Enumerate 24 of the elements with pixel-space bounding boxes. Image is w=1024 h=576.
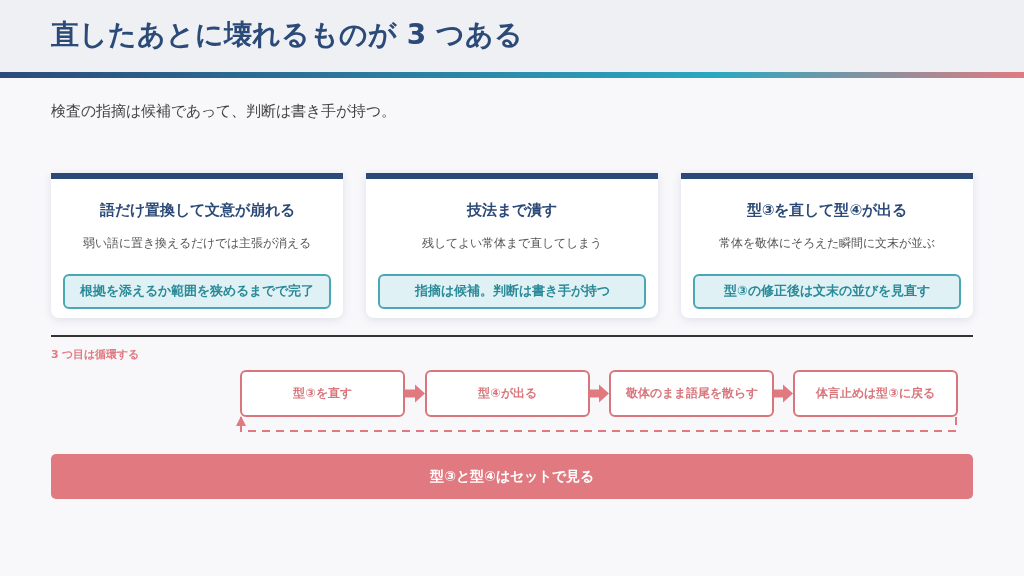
card-text: 残してよい常体まで直してしまう xyxy=(421,235,603,252)
card xyxy=(51,173,343,318)
card-heading: 技法まで潰す xyxy=(465,201,558,220)
step-box: 型④が出る xyxy=(425,370,590,417)
card-text: 弱い語に置き換えるだけでは主張が消える xyxy=(82,235,312,252)
subtitle: 検査の指摘は候補であって、判断は書き手が持つ。 xyxy=(51,102,396,121)
card xyxy=(366,173,658,318)
dashed-arrow xyxy=(236,416,957,432)
arrow xyxy=(774,384,793,403)
page-title: 直したあとに壊れるものが 3 つある xyxy=(51,17,523,53)
card-heading: 語だけ置換して文意が崩れる xyxy=(98,201,296,220)
step-box: 型③を直す xyxy=(240,370,405,417)
card-text: 常体を敬体にそろえた瞬間に文末が並ぶ xyxy=(718,235,936,252)
summary-bar: 型③と型④はセットで見る xyxy=(51,454,973,499)
arrow xyxy=(405,384,425,403)
arrow xyxy=(590,384,609,403)
card xyxy=(681,173,973,318)
step-box: 敬体のまま語尾を散らす xyxy=(609,370,774,417)
step-box: 体言止めは型③に戻る xyxy=(793,370,958,417)
section-label: 3 つ目は循環する xyxy=(51,347,140,362)
note-box: 型③の修正後は文末の並びを見直す xyxy=(693,274,961,309)
note-box: 根拠を添えるか範囲を狭めるまでで完了 xyxy=(63,274,331,309)
card-heading: 型③を直して型④が出る xyxy=(745,201,909,220)
note-box: 指摘は候補。判断は書き手が持つ xyxy=(378,274,646,309)
